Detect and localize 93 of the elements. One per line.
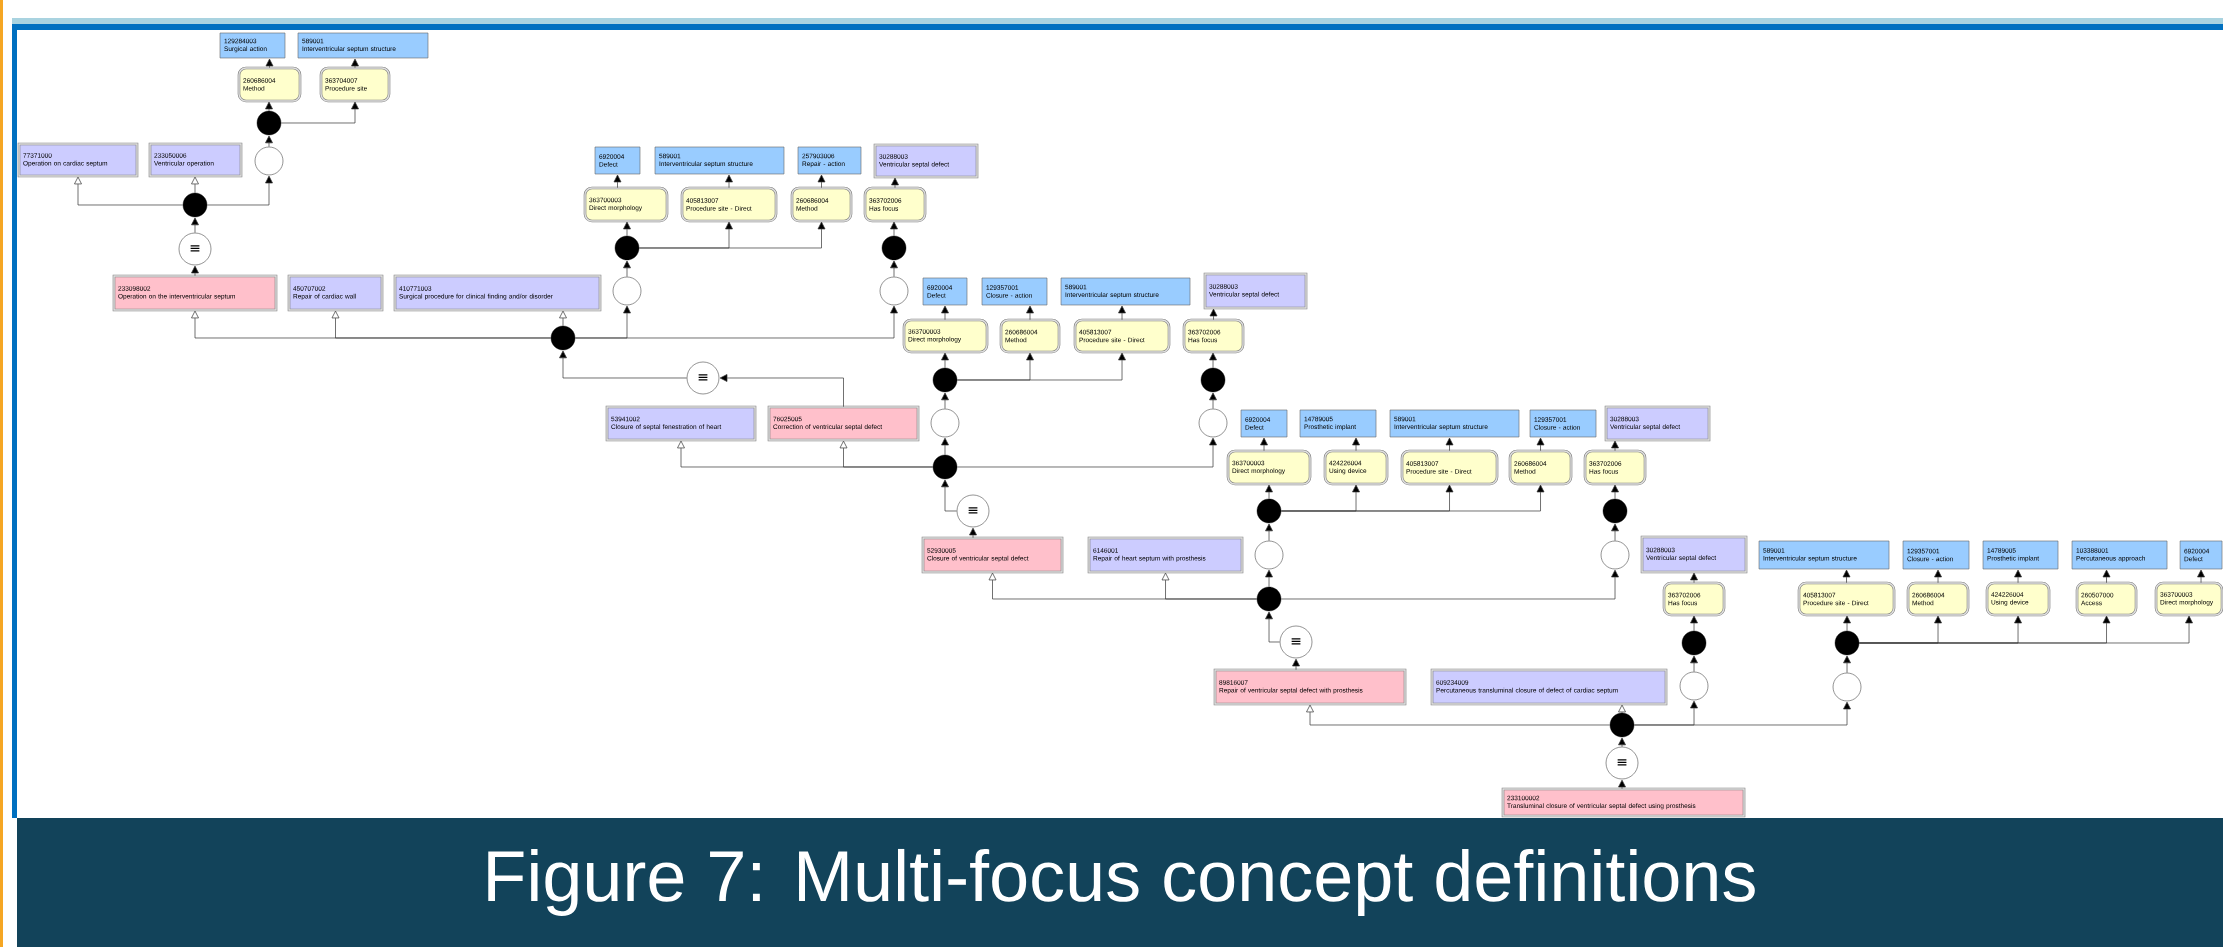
- arrow: [1161, 572, 1258, 600]
- arrow: [1690, 572, 1698, 584]
- arrow: [1618, 737, 1626, 747]
- arrow: [1260, 437, 1268, 452]
- arrow: [1618, 779, 1626, 790]
- conjunction-dot: [1200, 367, 1226, 393]
- arrow: [817, 174, 826, 189]
- group-circle: [1600, 540, 1630, 570]
- conjunction-dot: [1256, 498, 1282, 524]
- arrow: [941, 305, 949, 321]
- group-circle: [879, 276, 909, 306]
- arrow: [351, 58, 359, 69]
- group-circle: [254, 146, 284, 176]
- arrow: [956, 352, 1126, 381]
- arrow: [2014, 569, 2022, 584]
- conjunction-dot: [1609, 712, 1635, 738]
- arrow: [1209, 392, 1217, 409]
- arrow: [1611, 523, 1619, 541]
- arrow: [191, 217, 199, 233]
- arrow: [2197, 569, 2205, 584]
- arrow: [956, 437, 1217, 468]
- arrow: [1858, 615, 2193, 644]
- arrow: [206, 175, 273, 206]
- arrow: [280, 101, 359, 124]
- arrow: [2102, 569, 2111, 584]
- arrow: [1265, 484, 1273, 500]
- conjunction-dot: [256, 110, 282, 136]
- conjunction-dot: [881, 235, 907, 261]
- arrow: [265, 58, 274, 69]
- arrow: [613, 174, 622, 189]
- arrow: [1842, 569, 1851, 584]
- arrow: [1445, 437, 1454, 452]
- arrow: [559, 350, 687, 379]
- conjunction-dot: [614, 235, 640, 261]
- arrow: [1843, 655, 1851, 673]
- arrow: [1026, 305, 1034, 321]
- arrow: [725, 174, 733, 189]
- group-circle: [930, 408, 960, 438]
- caption-band: Figure 7: Multi-focus concept definitions: [17, 818, 2223, 947]
- arrow: [941, 479, 957, 512]
- arrow: [891, 177, 899, 189]
- conjunction-dot: [550, 325, 576, 351]
- arrow: [1352, 437, 1360, 452]
- arrow: [574, 305, 898, 339]
- conjunction-dot: [1681, 630, 1707, 656]
- group-circle: [1254, 540, 1284, 570]
- arrow: [1633, 701, 1851, 726]
- arrow: [1292, 658, 1300, 671]
- conjunction-dot: [932, 367, 958, 393]
- arrow: [890, 221, 898, 237]
- arrow: [890, 260, 898, 277]
- conjunction-dot: [1834, 630, 1860, 656]
- arrow: [74, 176, 184, 206]
- group-circle: [612, 276, 642, 306]
- arrow: [1209, 308, 1218, 321]
- arrow: [623, 221, 631, 237]
- arrow: [1306, 704, 1611, 726]
- arrow: [331, 310, 552, 339]
- arrow: [559, 310, 567, 327]
- conjunction-dot: [932, 454, 958, 480]
- arrow: [191, 265, 199, 277]
- arrow: [1690, 615, 1698, 632]
- group-circle: [1679, 671, 1709, 701]
- arrow: [191, 176, 199, 194]
- arrow: [1280, 484, 1545, 512]
- arrow: [265, 135, 273, 147]
- arrow: [941, 392, 949, 409]
- conjunction-dot: [182, 192, 208, 218]
- arrow: [941, 352, 949, 369]
- arrow: [941, 437, 949, 456]
- arrow: [1611, 484, 1619, 500]
- conjunction-dot: [1602, 498, 1628, 524]
- arrow: [1265, 611, 1280, 643]
- arrow: [265, 101, 273, 112]
- arrow: [839, 440, 934, 468]
- arrow: [1280, 569, 1619, 600]
- arrow: [1690, 655, 1698, 672]
- arrow: [638, 221, 826, 249]
- group-circle: [1832, 672, 1862, 702]
- arrow: [969, 527, 977, 539]
- arrow: [1118, 305, 1126, 321]
- arrow: [1618, 704, 1626, 714]
- arrow: [719, 374, 844, 408]
- arrow: [1209, 352, 1217, 369]
- arrow: [1536, 437, 1545, 452]
- arrow: [1265, 523, 1273, 541]
- arrow: [1265, 569, 1273, 588]
- arrow: [623, 260, 631, 277]
- group-circle: [1198, 408, 1228, 438]
- conjunction-dot: [1256, 586, 1282, 612]
- arrow: [1611, 440, 1619, 452]
- arrow: [1934, 569, 1942, 584]
- arrow: [1843, 615, 1851, 632]
